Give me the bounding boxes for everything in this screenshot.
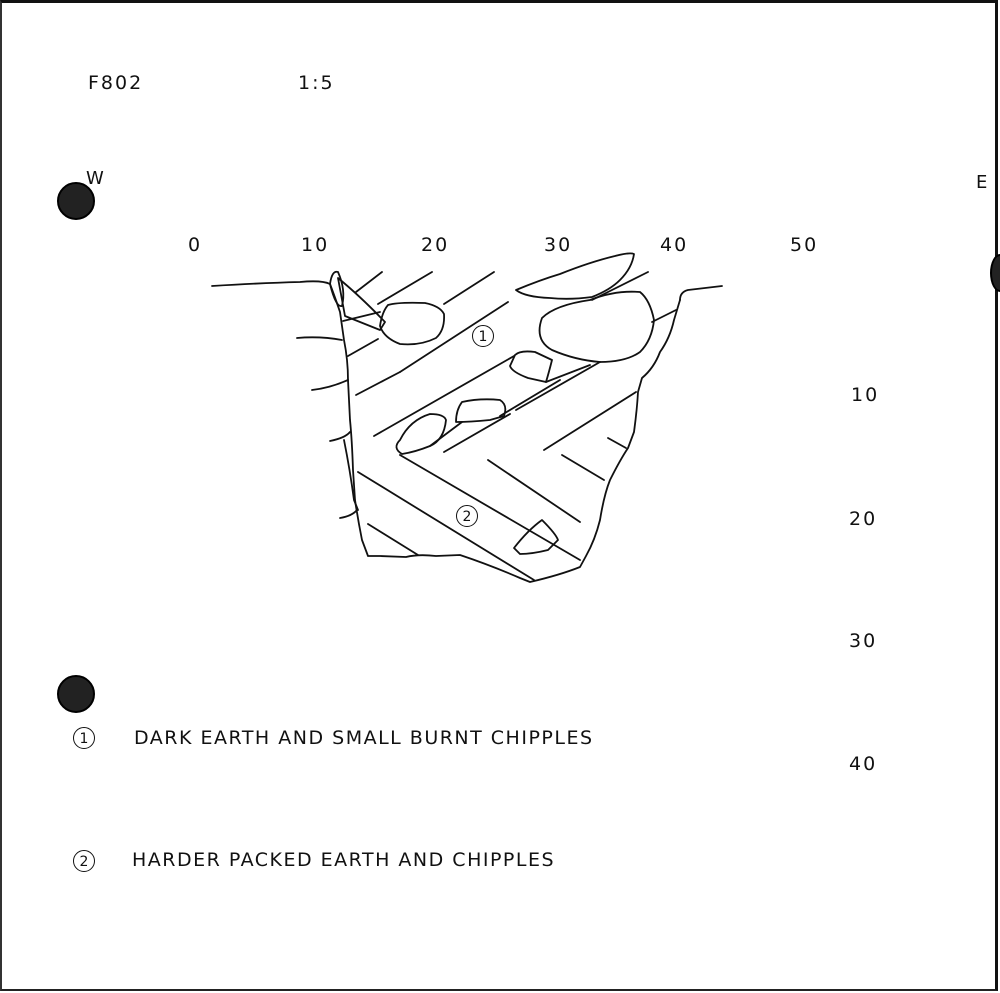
legend-description-1: DARK EARTH AND SMALL BURNT CHIPPLES	[134, 727, 594, 749]
stone	[379, 301, 445, 346]
stone	[515, 252, 635, 300]
stone	[395, 413, 447, 455]
v-tick-30: 30	[849, 630, 878, 652]
east-label: E	[976, 172, 990, 193]
h-tick-50: 50	[790, 234, 819, 256]
stone	[455, 398, 507, 423]
v-tick-20: 20	[849, 508, 878, 530]
ground-surface-right	[679, 285, 723, 301]
layer-marker-2: 2	[456, 505, 478, 527]
punch-hole-bottom	[57, 675, 95, 713]
layer-marker-1: 1	[472, 325, 494, 347]
stone	[509, 350, 553, 383]
legend-number-1: 1	[73, 727, 95, 749]
stone	[538, 290, 655, 363]
legend-description-2: HARDER PACKED EARTH AND CHIPPLES	[132, 849, 556, 871]
feature-id: F802	[88, 72, 144, 94]
legend-number-2: 2	[73, 850, 95, 872]
cut-outline	[329, 283, 681, 583]
punch-hole-top	[57, 182, 95, 220]
v-tick-10: 10	[851, 384, 880, 406]
scale-label: 1:5	[298, 72, 335, 94]
h-tick-0: 0	[188, 234, 203, 256]
h-tick-40: 40	[660, 234, 689, 256]
h-tick-10: 10	[301, 234, 330, 256]
h-tick-20: 20	[421, 234, 450, 256]
v-tick-40: 40	[849, 753, 878, 775]
h-tick-30: 30	[544, 234, 573, 256]
west-label: W	[86, 168, 106, 189]
ground-surface-left	[211, 280, 331, 287]
